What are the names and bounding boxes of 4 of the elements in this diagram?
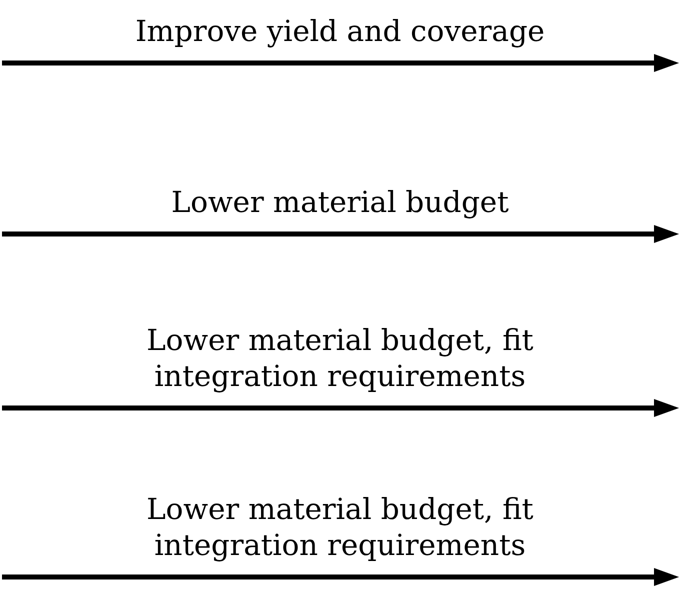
arrow-label: Lower material budget	[170, 184, 510, 220]
arrow-label: Lower material budget, fit integration requirements	[146, 491, 534, 563]
arrow-label: Improve yield and coverage	[134, 13, 546, 49]
arrow-label: Lower material budget, fit integration requirements	[146, 322, 534, 394]
